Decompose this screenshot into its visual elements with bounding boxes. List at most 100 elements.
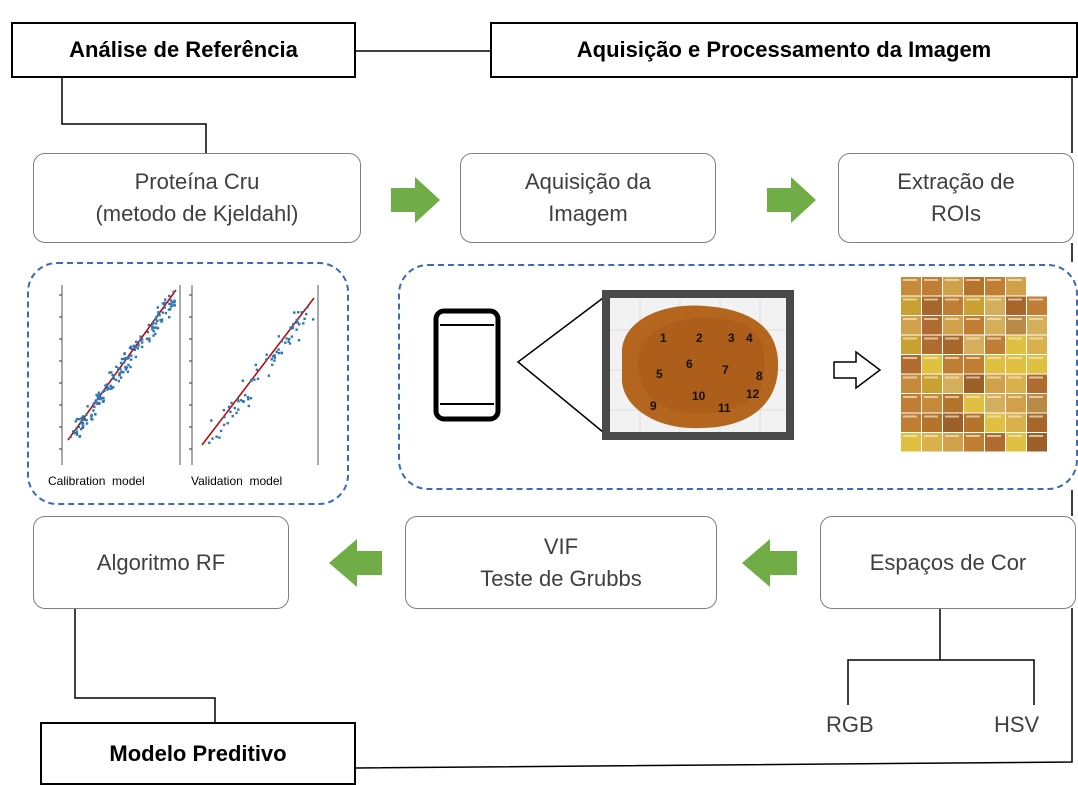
data-point — [226, 422, 229, 425]
roi-number: 5 — [656, 367, 663, 381]
roi-swatch — [922, 374, 942, 393]
roi-swatch — [985, 433, 1005, 452]
roi-swatch — [985, 296, 1005, 315]
data-point — [119, 367, 122, 371]
roi-swatch — [964, 433, 984, 452]
roi-swatch-label — [903, 415, 917, 418]
roi-swatch-label — [924, 298, 938, 301]
roi-swatch — [943, 277, 963, 296]
data-point — [211, 437, 214, 440]
roi-swatch-label — [1029, 415, 1043, 418]
data-point — [154, 322, 158, 325]
data-point — [288, 342, 292, 345]
data-point — [277, 348, 280, 351]
data-point — [129, 365, 132, 369]
data-point — [254, 363, 257, 367]
data-point — [90, 413, 93, 417]
data-point — [277, 351, 281, 355]
roi-swatch — [1006, 277, 1026, 296]
roi-swatch — [1027, 413, 1047, 432]
data-point — [172, 290, 175, 294]
roi-swatch — [943, 355, 963, 374]
data-point — [147, 323, 151, 327]
data-point — [172, 300, 176, 304]
data-point — [210, 419, 213, 422]
data-point — [270, 358, 273, 361]
roi-swatch — [964, 296, 984, 315]
data-point — [105, 383, 109, 386]
roi-swatch — [1027, 355, 1047, 374]
data-point — [75, 433, 79, 436]
roi-swatch — [922, 296, 942, 315]
roi-swatch-label — [987, 396, 1001, 398]
data-point — [159, 318, 162, 322]
data-point — [117, 379, 120, 383]
roi-swatch — [901, 413, 921, 432]
data-point — [81, 426, 84, 429]
roi-swatch-label — [966, 396, 980, 398]
data-point — [223, 415, 226, 419]
data-point — [173, 304, 177, 307]
roi-number: 7 — [722, 363, 729, 377]
roi-swatch — [943, 316, 963, 335]
data-point — [81, 418, 85, 422]
roi-swatch-label — [903, 396, 917, 398]
roi-swatch-label — [1008, 298, 1022, 301]
roi-swatch — [1027, 316, 1047, 335]
roi-swatch-label — [1008, 435, 1022, 437]
data-point — [161, 302, 165, 305]
roi-swatch-label — [987, 279, 1001, 281]
roi-number: 4 — [746, 331, 753, 345]
roi-swatch-label — [987, 337, 1001, 340]
data-point — [167, 308, 171, 311]
data-point — [227, 405, 231, 409]
data-point — [130, 347, 133, 351]
data-point — [237, 400, 240, 403]
roi-number: 1 — [660, 331, 667, 345]
data-point — [295, 328, 298, 331]
data-point — [215, 435, 218, 438]
data-point — [97, 397, 100, 400]
roi-swatch — [964, 374, 984, 393]
data-point — [280, 351, 283, 354]
data-point — [161, 311, 164, 314]
data-point — [146, 330, 150, 334]
data-point — [168, 294, 171, 298]
roi-swatch-label — [924, 415, 938, 418]
roi-swatch — [964, 394, 984, 413]
data-point — [154, 332, 157, 336]
roi-swatch-label — [924, 396, 938, 398]
data-point — [99, 398, 102, 401]
roi-swatch-label — [903, 298, 917, 301]
data-point — [130, 345, 133, 348]
data-point — [119, 376, 123, 379]
rgb-label: RGB — [826, 712, 874, 737]
roi-swatch — [922, 355, 942, 374]
data-point — [151, 325, 154, 328]
data-point — [74, 420, 77, 423]
roi-swatch-label — [966, 279, 980, 281]
roi-swatch — [985, 316, 1005, 335]
roi-swatch-label — [903, 279, 917, 281]
data-point — [222, 408, 225, 412]
data-point — [141, 338, 144, 341]
protein-step-box: Proteína Cru(metodo de Kjeldahl) — [33, 153, 361, 243]
roi-swatch-label — [924, 435, 938, 437]
color-spaces-step-box: Espaços de Cor — [820, 516, 1076, 609]
data-point — [297, 339, 301, 342]
roi-swatch-label — [987, 376, 1001, 379]
data-point — [305, 312, 308, 316]
data-point — [92, 402, 95, 405]
data-point — [140, 345, 144, 349]
data-point — [115, 365, 118, 368]
data-point — [152, 326, 156, 329]
roi-extraction-line-2: ROIs — [930, 201, 982, 226]
data-point — [284, 341, 287, 344]
roi-swatch-label — [1008, 337, 1022, 340]
data-point — [106, 388, 109, 391]
data-point — [127, 363, 130, 367]
data-point — [102, 399, 105, 403]
roi-swatch-label — [945, 318, 959, 320]
